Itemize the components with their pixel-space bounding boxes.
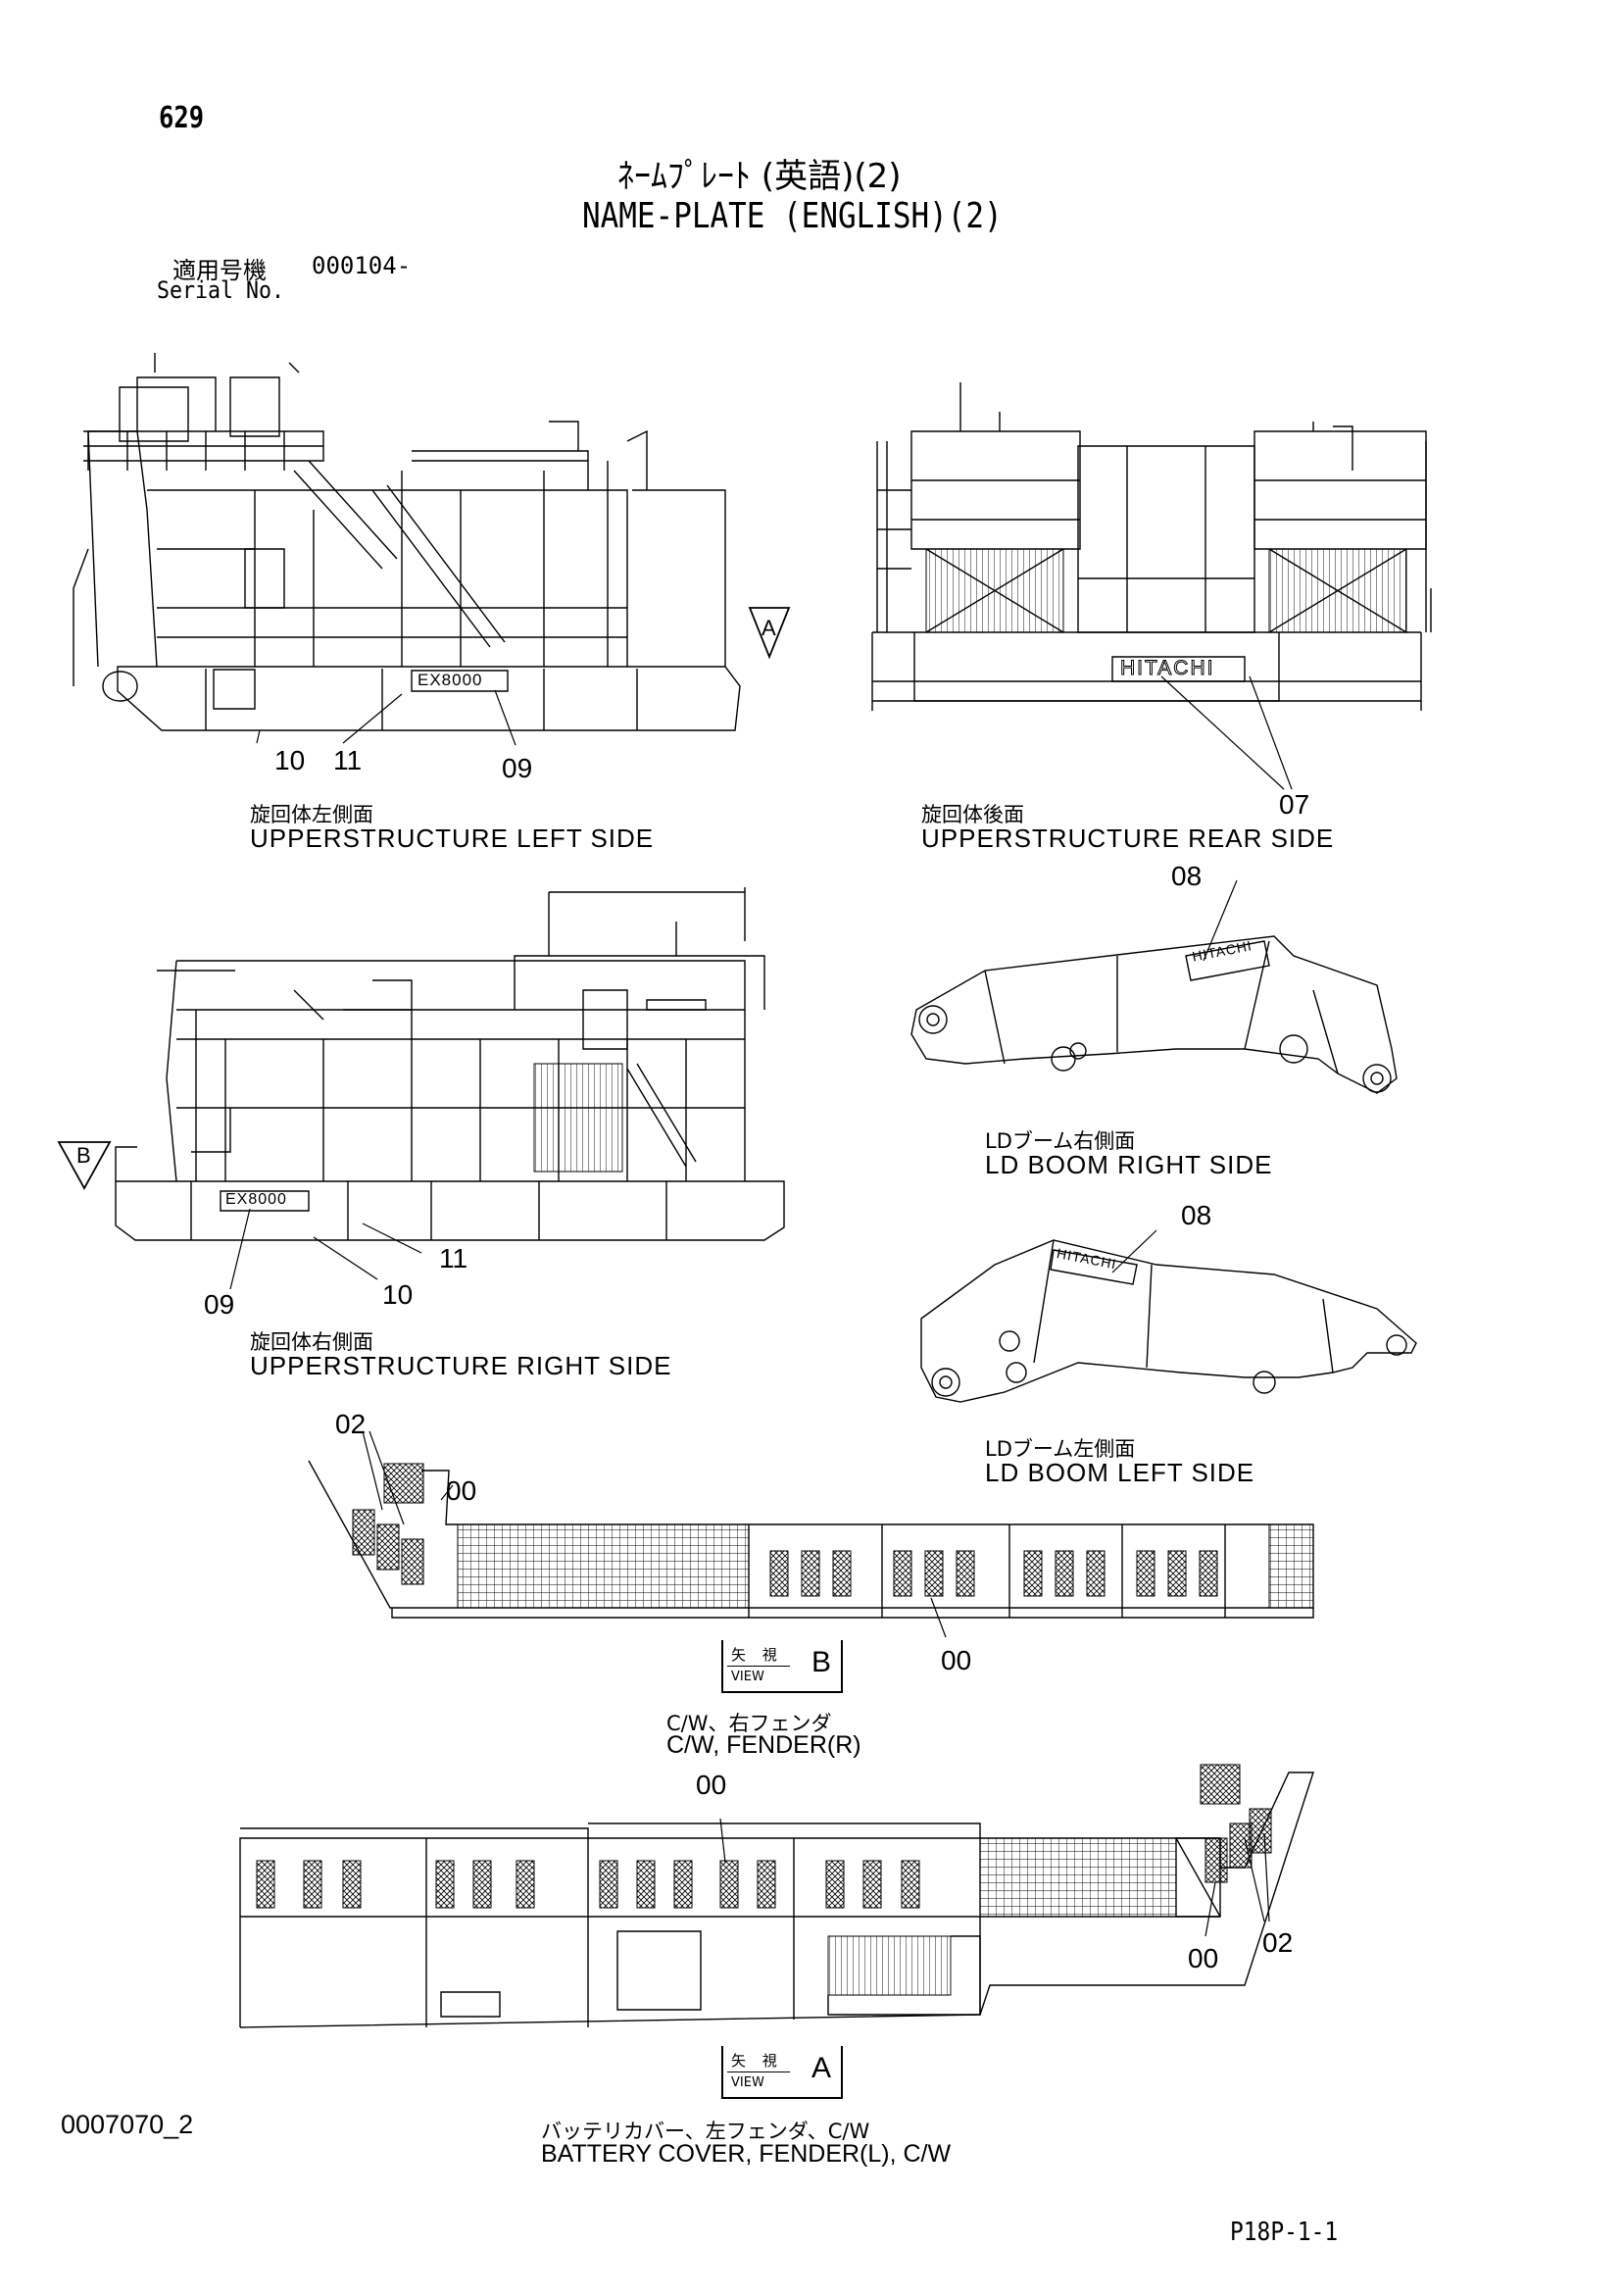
callout-fender-r-00-top: 00	[446, 1475, 477, 1506]
ex8000-plate-right: EX8000	[225, 1191, 287, 1208]
upperstructure-left-drawing	[74, 353, 740, 745]
serial-label-jp: 適用号機	[172, 257, 267, 284]
callout-right-11: 11	[439, 1243, 468, 1273]
view-arrow-a	[750, 608, 789, 657]
callout-boom-right-08: 08	[1171, 861, 1203, 891]
caption-left-en: UPPERSTRUCTURE LEFT SIDE	[250, 824, 655, 853]
view-mark-a-jp: 矢 視	[731, 2052, 783, 2070]
callout-fender-l-00-bottom: 00	[1188, 1943, 1219, 1973]
caption-rear-en: UPPERSTRUCTURE REAR SIDE	[921, 824, 1335, 853]
callout-left-10: 10	[274, 745, 306, 775]
caption-right-en: UPPERSTRUCTURE RIGHT SIDE	[250, 1351, 672, 1380]
view-mark-a: 矢 視 VIEW A	[721, 2046, 843, 2099]
view-mark-b: 矢 視 VIEW B	[721, 1640, 843, 1693]
ld-boom-right-drawing	[911, 880, 1397, 1093]
callout-right-09: 09	[204, 1289, 235, 1320]
serial-label-en: Serial No.	[157, 276, 285, 304]
callout-left-11: 11	[333, 745, 363, 775]
callout-fender-l-00-top: 00	[696, 1770, 727, 1800]
hitachi-plate-rear: HITACHI	[1119, 657, 1215, 680]
caption-rear-jp: 旋回体後面	[921, 803, 1024, 826]
view-mark-b-divider	[727, 1666, 790, 1667]
caption-battery-jp: バッテリカバー、左フェンダ、C/W	[541, 2120, 870, 2143]
callout-right-10: 10	[382, 1279, 414, 1310]
view-arrow-b	[59, 1142, 110, 1188]
upperstructure-right-drawing	[116, 887, 784, 1289]
callout-left-09: 09	[502, 753, 533, 783]
caption-boom-right-en: LD BOOM RIGHT SIDE	[985, 1150, 1273, 1179]
callout-fender-l-02: 02	[1262, 1927, 1294, 1958]
view-mark-a-en: VIEW	[731, 2075, 764, 2090]
upperstructure-rear-drawing	[872, 382, 1431, 789]
footer-page-code: P18P-1-1	[1230, 2218, 1339, 2247]
view-mark-b-letter: B	[811, 1646, 831, 1678]
caption-battery-en: BATTERY COVER, FENDER(L), C/W	[541, 2140, 952, 2168]
view-mark-a-divider	[727, 2071, 790, 2072]
caption-boom-left-jp: LDブーム左側面	[985, 1437, 1136, 1461]
ld-boom-left-drawing	[921, 1230, 1416, 1402]
caption-right-jp: 旋回体右側面	[250, 1330, 373, 1354]
caption-cw-fender-r-en: C/W, FENDER(R)	[666, 1731, 861, 1759]
page-number: 629	[159, 101, 205, 135]
view-mark-b-en: VIEW	[731, 1670, 764, 1684]
view-arrow-b-letter: B	[76, 1143, 91, 1168]
caption-boom-left-en: LD BOOM LEFT SIDE	[985, 1458, 1255, 1487]
caption-left-jp: 旋回体左側面	[250, 803, 373, 826]
title-jp: ﾈｰﾑﾌﾟﾚｰﾄ (英語)(2)	[617, 157, 902, 196]
view-mark-a-letter: A	[811, 2052, 831, 2084]
battery-cover-fender-left-drawing	[240, 1765, 1313, 2027]
caption-cw-fender-r-jp: C/W、右フェンダ	[666, 1712, 832, 1735]
title-en: NAME-PLATE (ENGLISH)(2)	[582, 196, 1003, 236]
callout-rear-07: 07	[1279, 789, 1310, 820]
view-arrow-a-letter: A	[762, 616, 776, 640]
ex8000-plate-left: EX8000	[418, 671, 483, 689]
serial-value: 000104-	[312, 252, 412, 279]
cw-fender-right-drawing	[309, 1431, 1313, 1637]
callout-fender-r-00-bottom: 00	[941, 1645, 972, 1675]
document-code: 0007070_2	[61, 2110, 194, 2139]
callout-fender-r-02: 02	[335, 1409, 367, 1439]
callout-boom-left-08: 08	[1181, 1200, 1212, 1230]
view-mark-b-jp: 矢 視	[731, 1646, 783, 1664]
caption-boom-right-jp: LDブーム右側面	[985, 1129, 1136, 1153]
